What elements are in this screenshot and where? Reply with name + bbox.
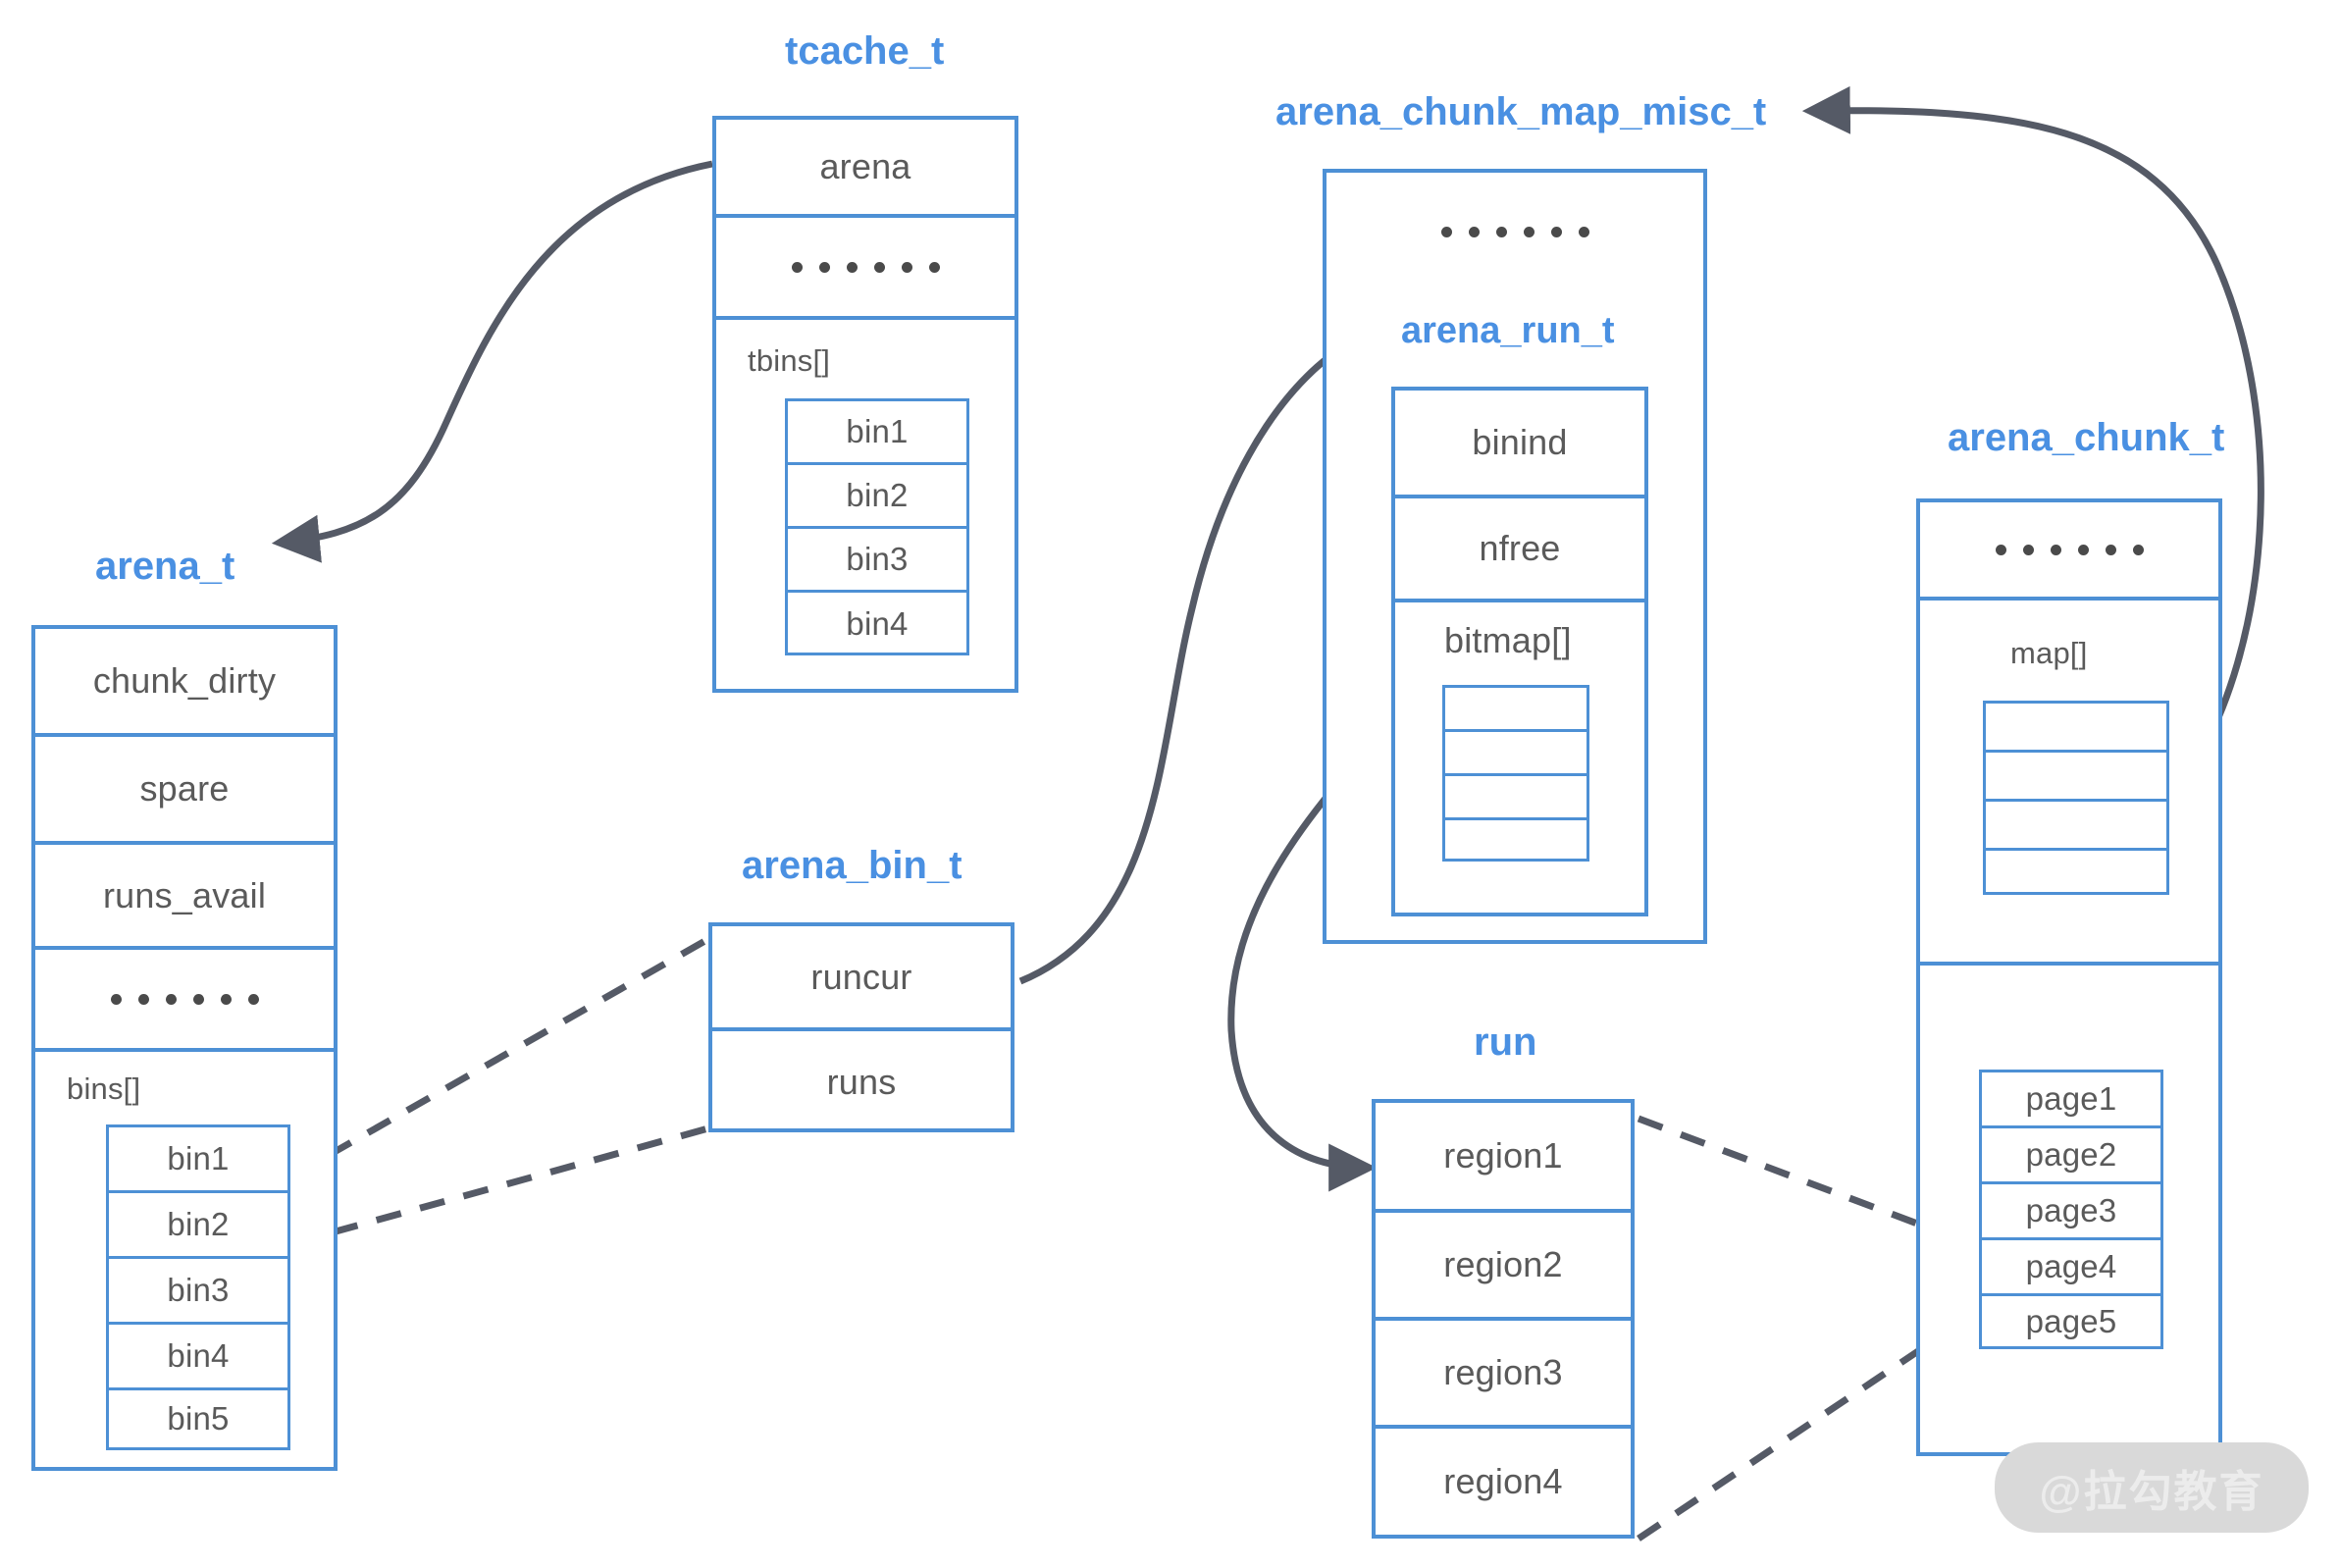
bitmap-caption: bitmap[]: [1444, 620, 1572, 660]
run-region-row: region2: [1376, 1213, 1631, 1321]
page-cell: page5: [2025, 1302, 2117, 1339]
page-cell: page3: [1982, 1184, 2160, 1240]
bins-cell: bin4: [109, 1325, 287, 1390]
bins-cell: bin2: [109, 1193, 287, 1259]
bitmap-cell: [1445, 732, 1587, 776]
map-cell: [1986, 704, 2166, 753]
tcache-row-arena: arena: [716, 120, 1014, 218]
bitmap-cell: [1445, 820, 1587, 859]
run-region-row: region1: [1376, 1103, 1631, 1213]
link-runcur-to-arena-run-t: [1018, 323, 1381, 985]
tcache-row-ellipsis: [716, 218, 1014, 320]
tcache-row-tbins: tbins[] bin1 bin2 bin3 bin4: [716, 320, 1014, 689]
watermark-text: @拉勾教育: [2039, 1468, 2264, 1516]
chunk-map-misc-row-ellipsis: [1327, 173, 1703, 290]
bitmap-cell: [1445, 688, 1587, 732]
dash-bin2-bottom-to-arena-bin-t-bottom: [288, 1124, 709, 1248]
label-arena-chunk-map-misc-t: arena_chunk_map_misc_t: [1275, 90, 1767, 133]
tbins-cell: bin3: [788, 529, 966, 593]
pages-array: page1 page2 page3 page4 page5: [1979, 1070, 2163, 1349]
map-caption: map[]: [2010, 636, 2088, 670]
struct-arena-t: chunk_dirty spare runs_avail bins[] bin1…: [31, 625, 338, 1471]
arena-row-chunk-dirty: chunk_dirty: [35, 629, 334, 737]
arena-bins-array: bin1 bin2 bin3 bin4 bin5: [106, 1124, 290, 1450]
struct-run: region1 region2 region3 region4: [1372, 1099, 1635, 1539]
struct-arena-bin-t: runcur runs: [708, 922, 1014, 1132]
ellipsis-dots-icon: [1995, 544, 2144, 555]
label-arena-run-t: arena_run_t: [1401, 310, 1615, 351]
ellipsis-dots-icon: [791, 261, 940, 273]
bitmap-array: [1442, 685, 1589, 862]
label-run: run: [1474, 1020, 1537, 1064]
tbins-cell: bin1: [788, 401, 966, 465]
tbins-cell: bin2: [788, 465, 966, 529]
bins-cell: bin3: [109, 1259, 287, 1325]
struct-arena-chunk-map-misc-t: arena_run_t binind nfree bitmap[]: [1323, 169, 1707, 944]
arena-bin-row-runs: runs: [826, 1061, 897, 1102]
arena-run-row-bitmap: bitmap[]: [1395, 602, 1644, 913]
arena-row-runs-avail: runs_avail: [35, 845, 334, 950]
run-region-row: region3: [1376, 1321, 1631, 1429]
map-array: [1983, 701, 2169, 895]
watermark-badge: @拉勾教育: [1995, 1442, 2309, 1533]
ellipsis-dots-icon: [110, 993, 259, 1005]
struct-tcache-t: arena tbins[] bin1 bin2 bin3 bin4: [712, 116, 1018, 693]
label-arena-bin-t: arena_bin_t: [742, 844, 962, 887]
arena-chunk-row-pages: page1 page2 page3 page4 page5: [1920, 966, 2218, 1452]
arena-chunk-row-ellipsis: [1920, 502, 2218, 601]
ellipsis-dots-icon: [1440, 226, 1589, 237]
struct-arena-chunk-t: map[] page1 page2 page3 page4 page5: [1916, 498, 2222, 1456]
page-cell: page1: [1982, 1072, 2160, 1128]
page-cell: page4: [1982, 1240, 2160, 1296]
label-tcache-t: tcache_t: [785, 29, 945, 73]
struct-arena-run-t: binind nfree bitmap[]: [1391, 387, 1648, 916]
run-region-row: region4: [1443, 1461, 1563, 1501]
map-cell: [1986, 753, 2166, 802]
bins-cell: bin5: [167, 1400, 230, 1437]
arena-run-row-nfree: nfree: [1395, 498, 1644, 602]
label-arena-chunk-t: arena_chunk_t: [1948, 416, 2225, 459]
arena-row-spare: spare: [35, 737, 334, 845]
bins-cell: bin1: [109, 1127, 287, 1193]
arena-row-ellipsis: [35, 950, 334, 1052]
arena-row-bins: bins[] bin1 bin2 bin3 bin4 bin5: [35, 1052, 334, 1467]
dash-bin2-top-to-arena-bin-t-top: [287, 935, 710, 1181]
map-cell: [1986, 802, 2166, 851]
arena-run-row-binind: binind: [1395, 391, 1644, 498]
tbins-cell: bin4: [846, 605, 909, 642]
page-cell: page2: [1982, 1128, 2160, 1184]
map-cell: [1986, 851, 2166, 892]
arena-bin-row-runcur: runcur: [712, 926, 1011, 1031]
arena-chunk-row-map: map[]: [1920, 601, 2218, 966]
tcache-tbins-caption: tbins[]: [748, 343, 831, 378]
label-arena-t: arena_t: [95, 545, 235, 588]
tcache-tbins-array: bin1 bin2 bin3 bin4: [785, 398, 969, 655]
bitmap-cell: [1445, 776, 1587, 820]
link-tcache-arena-to-arena-t: [271, 160, 713, 563]
arena-bins-caption: bins[]: [67, 1071, 141, 1106]
